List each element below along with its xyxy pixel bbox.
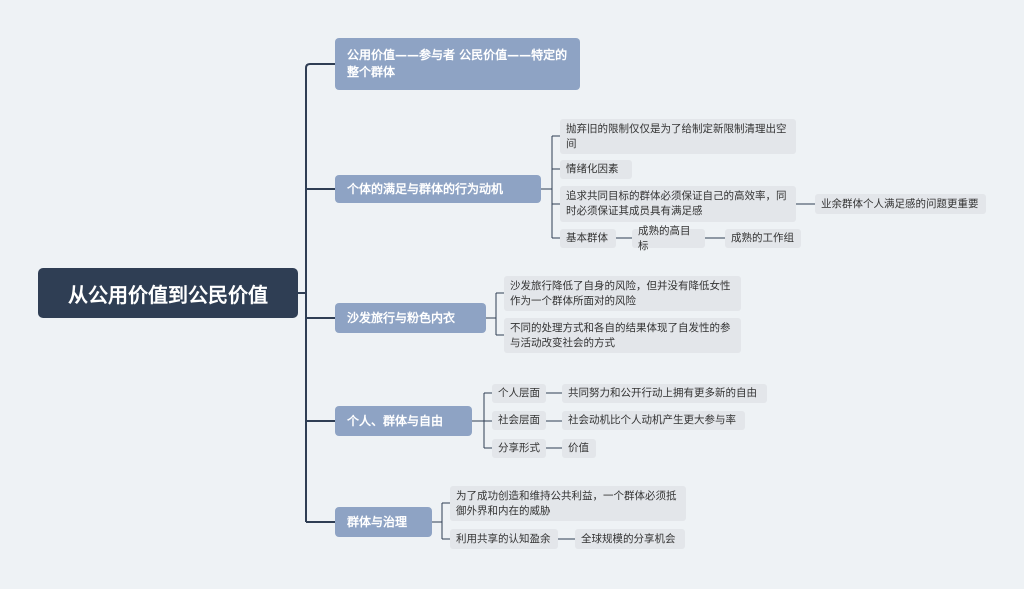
leaf-new-freedom[interactable]: 共同努力和公开行动上拥有更多新的自由	[562, 384, 767, 403]
leaf-spontaneous-participation[interactable]: 不同的处理方式和各自的结果体现了自发性的参与活动改变社会的方式	[504, 318, 741, 353]
leaf-basic-group[interactable]: 基本群体	[560, 229, 616, 248]
leaf-emotional-factor[interactable]: 情绪化因素	[560, 160, 632, 179]
leaf-value[interactable]: 价值	[562, 439, 596, 458]
leaf-cognitive-surplus[interactable]: 利用共享的认知盈余	[450, 529, 558, 549]
leaf-mature-goal[interactable]: 成熟的高目标	[632, 225, 705, 252]
leaf-efficiency[interactable]: 追求共同目标的群体必须保证自己的高效率，同时必须保证其成员具有满足感	[560, 186, 796, 222]
leaf-social-level[interactable]: 社会层面	[492, 411, 546, 430]
leaf-mature-workgroup[interactable]: 成熟的工作组	[725, 229, 801, 248]
branch-couchsurfing[interactable]: 沙发旅行与粉色内衣	[335, 303, 486, 333]
leaf-sharing-form[interactable]: 分享形式	[492, 439, 546, 458]
leaf-new-limits[interactable]: 抛弃旧的限制仅仅是为了给制定新限制清理出空间	[560, 119, 796, 154]
leaf-defend-threats[interactable]: 为了成功创造和维持公共利益，一个群体必须抵御外界和内在的威胁	[450, 486, 686, 521]
leaf-couchsurfing-risk[interactable]: 沙发旅行降低了自身的风险，但并没有降低女性作为一个群体所面对的风险	[504, 276, 741, 311]
branch-motivation[interactable]: 个体的满足与群体的行为动机	[335, 175, 541, 203]
leaf-individual-level[interactable]: 个人层面	[492, 384, 546, 403]
leaf-global-sharing[interactable]: 全球规模的分享机会	[575, 529, 685, 549]
leaf-social-motivation[interactable]: 社会动机比个人动机产生更大参与率	[562, 411, 745, 430]
branch-governance[interactable]: 群体与治理	[335, 507, 432, 537]
root-topic[interactable]: 从公用价值到公民价值	[38, 268, 298, 318]
leaf-amateur-satisfaction[interactable]: 业余群体个人满足感的问题更重要	[815, 194, 986, 214]
branch-freedom[interactable]: 个人、群体与自由	[335, 406, 472, 436]
branch-public-value[interactable]: 公用价值——参与者 公民价值——特定的整个群体	[335, 38, 580, 90]
